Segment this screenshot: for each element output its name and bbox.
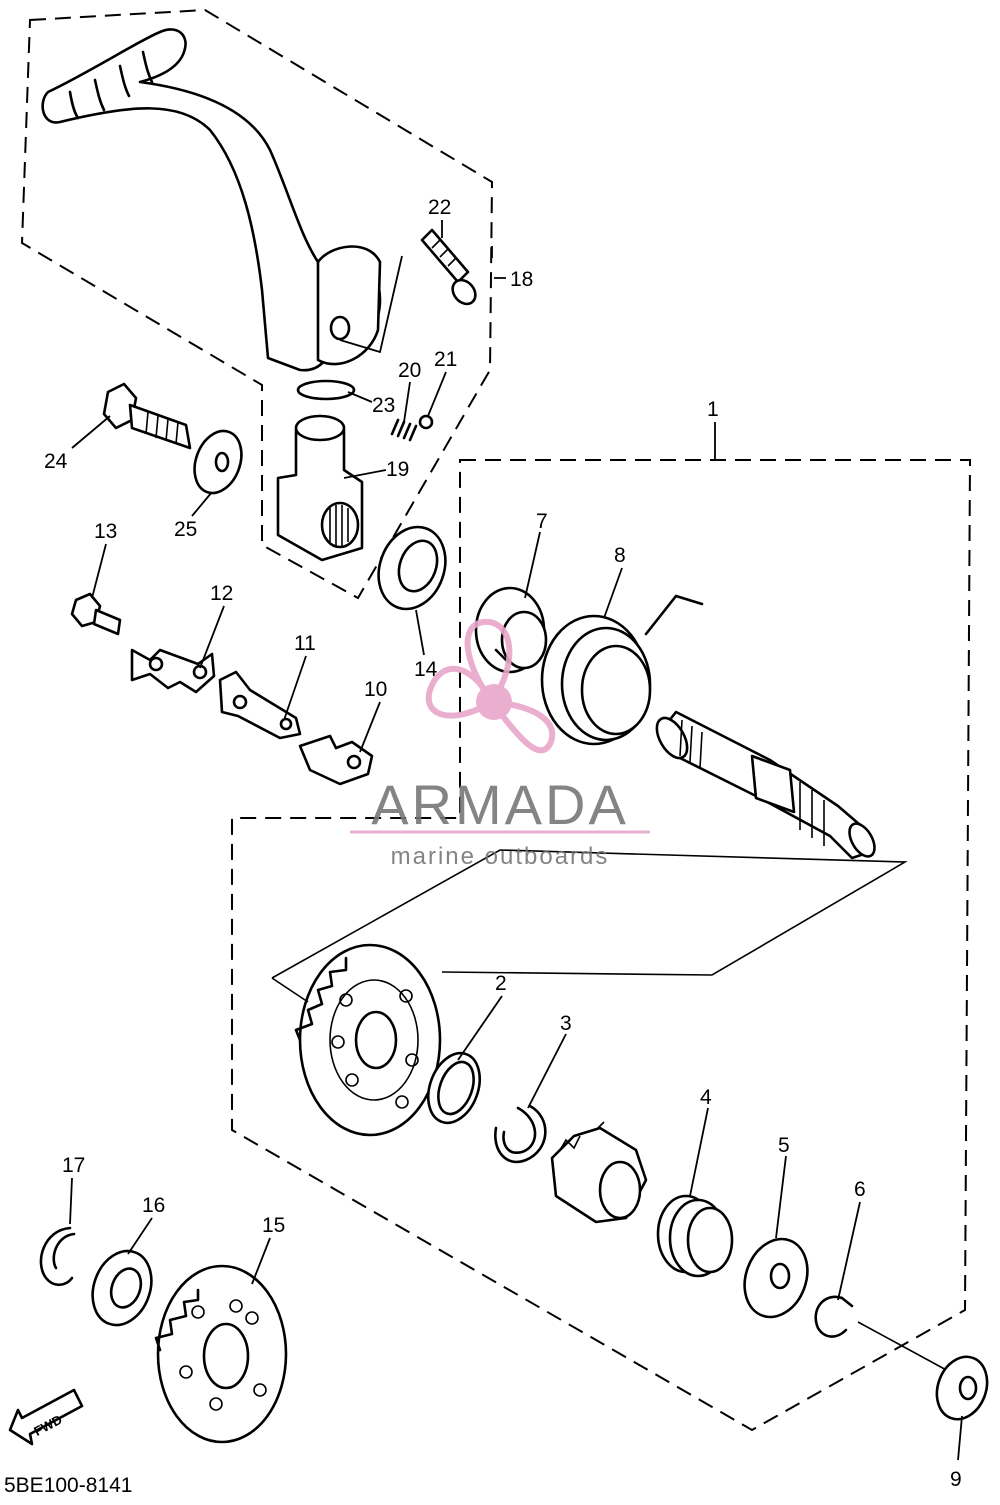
forward-direction-arrow: FWD xyxy=(8,1388,84,1446)
callout-25: 25 xyxy=(174,518,197,541)
kick-shaft xyxy=(655,710,876,860)
lever-pinch-bolt xyxy=(420,228,477,306)
watermark-brand: ARMADA xyxy=(371,773,629,836)
callout-1: 1 xyxy=(707,398,719,421)
gear-circlip xyxy=(494,1104,547,1164)
idler-circlip xyxy=(39,1226,76,1287)
idler-gear xyxy=(154,1264,288,1444)
propeller-logo-icon xyxy=(425,619,556,754)
flange-bolt xyxy=(102,382,192,450)
callout-20: 20 xyxy=(398,359,421,382)
callout-2: 2 xyxy=(495,972,507,995)
callout-10: 10 xyxy=(364,678,387,701)
callout-24: 24 xyxy=(44,450,68,473)
callout-16: 16 xyxy=(142,1194,165,1217)
callout-23: 23 xyxy=(372,394,395,417)
callout-18: 18 xyxy=(510,268,533,291)
callout-3: 3 xyxy=(560,1012,572,1035)
shaft-assembly-boundary xyxy=(231,459,972,1432)
plate-bolt xyxy=(70,592,122,636)
gear-washer xyxy=(427,1051,481,1125)
kick-plate xyxy=(218,670,302,740)
oil-seal xyxy=(377,525,447,611)
callout-13: 13 xyxy=(94,520,117,543)
end-washer xyxy=(935,1355,989,1421)
detent-spring xyxy=(390,418,418,442)
drawing-code: 5BE100-8141 xyxy=(4,1474,132,1497)
callout-7: 7 xyxy=(536,510,548,533)
plain-washer xyxy=(193,429,243,495)
kick-lever xyxy=(41,28,382,372)
callout-9: 9 xyxy=(950,1468,962,1491)
callout-8: 8 xyxy=(614,544,626,567)
callout-14: 14 xyxy=(414,658,438,681)
ratchet-wheel xyxy=(550,1121,648,1224)
torsion-spring xyxy=(540,594,704,746)
stopper-plate xyxy=(298,734,374,786)
callout-22: 22 xyxy=(428,196,451,219)
callout-4: 4 xyxy=(700,1086,712,1109)
spring-washer xyxy=(743,1237,809,1319)
callout-19: 19 xyxy=(386,458,409,481)
kick-lever-assembly-boundary xyxy=(20,8,494,600)
ratchet-spring xyxy=(656,1194,734,1278)
callout-11: 11 xyxy=(294,632,316,655)
callout-17: 17 xyxy=(62,1154,85,1177)
callout-12: 12 xyxy=(210,582,233,605)
kick-gear xyxy=(294,943,442,1137)
callout-6: 6 xyxy=(854,1178,866,1201)
watermark-tagline: marine outboards xyxy=(391,843,610,870)
callout-15: 15 xyxy=(262,1214,285,1237)
shaft-circlip xyxy=(814,1295,854,1338)
armada-watermark: ARMADA marine outboards xyxy=(350,619,650,870)
kick-boss xyxy=(276,414,364,562)
idler-washer xyxy=(91,1249,153,1327)
o-ring xyxy=(296,379,356,401)
kick-guide xyxy=(130,648,216,694)
callout-5: 5 xyxy=(778,1134,790,1157)
detent-ball xyxy=(418,414,434,430)
callout-labels: 1 2 3 4 5 6 7 8 9 10 11 12 13 14 15 16 1… xyxy=(44,196,962,1491)
callout-21: 21 xyxy=(434,348,457,371)
ratchet-circlip xyxy=(474,586,548,674)
